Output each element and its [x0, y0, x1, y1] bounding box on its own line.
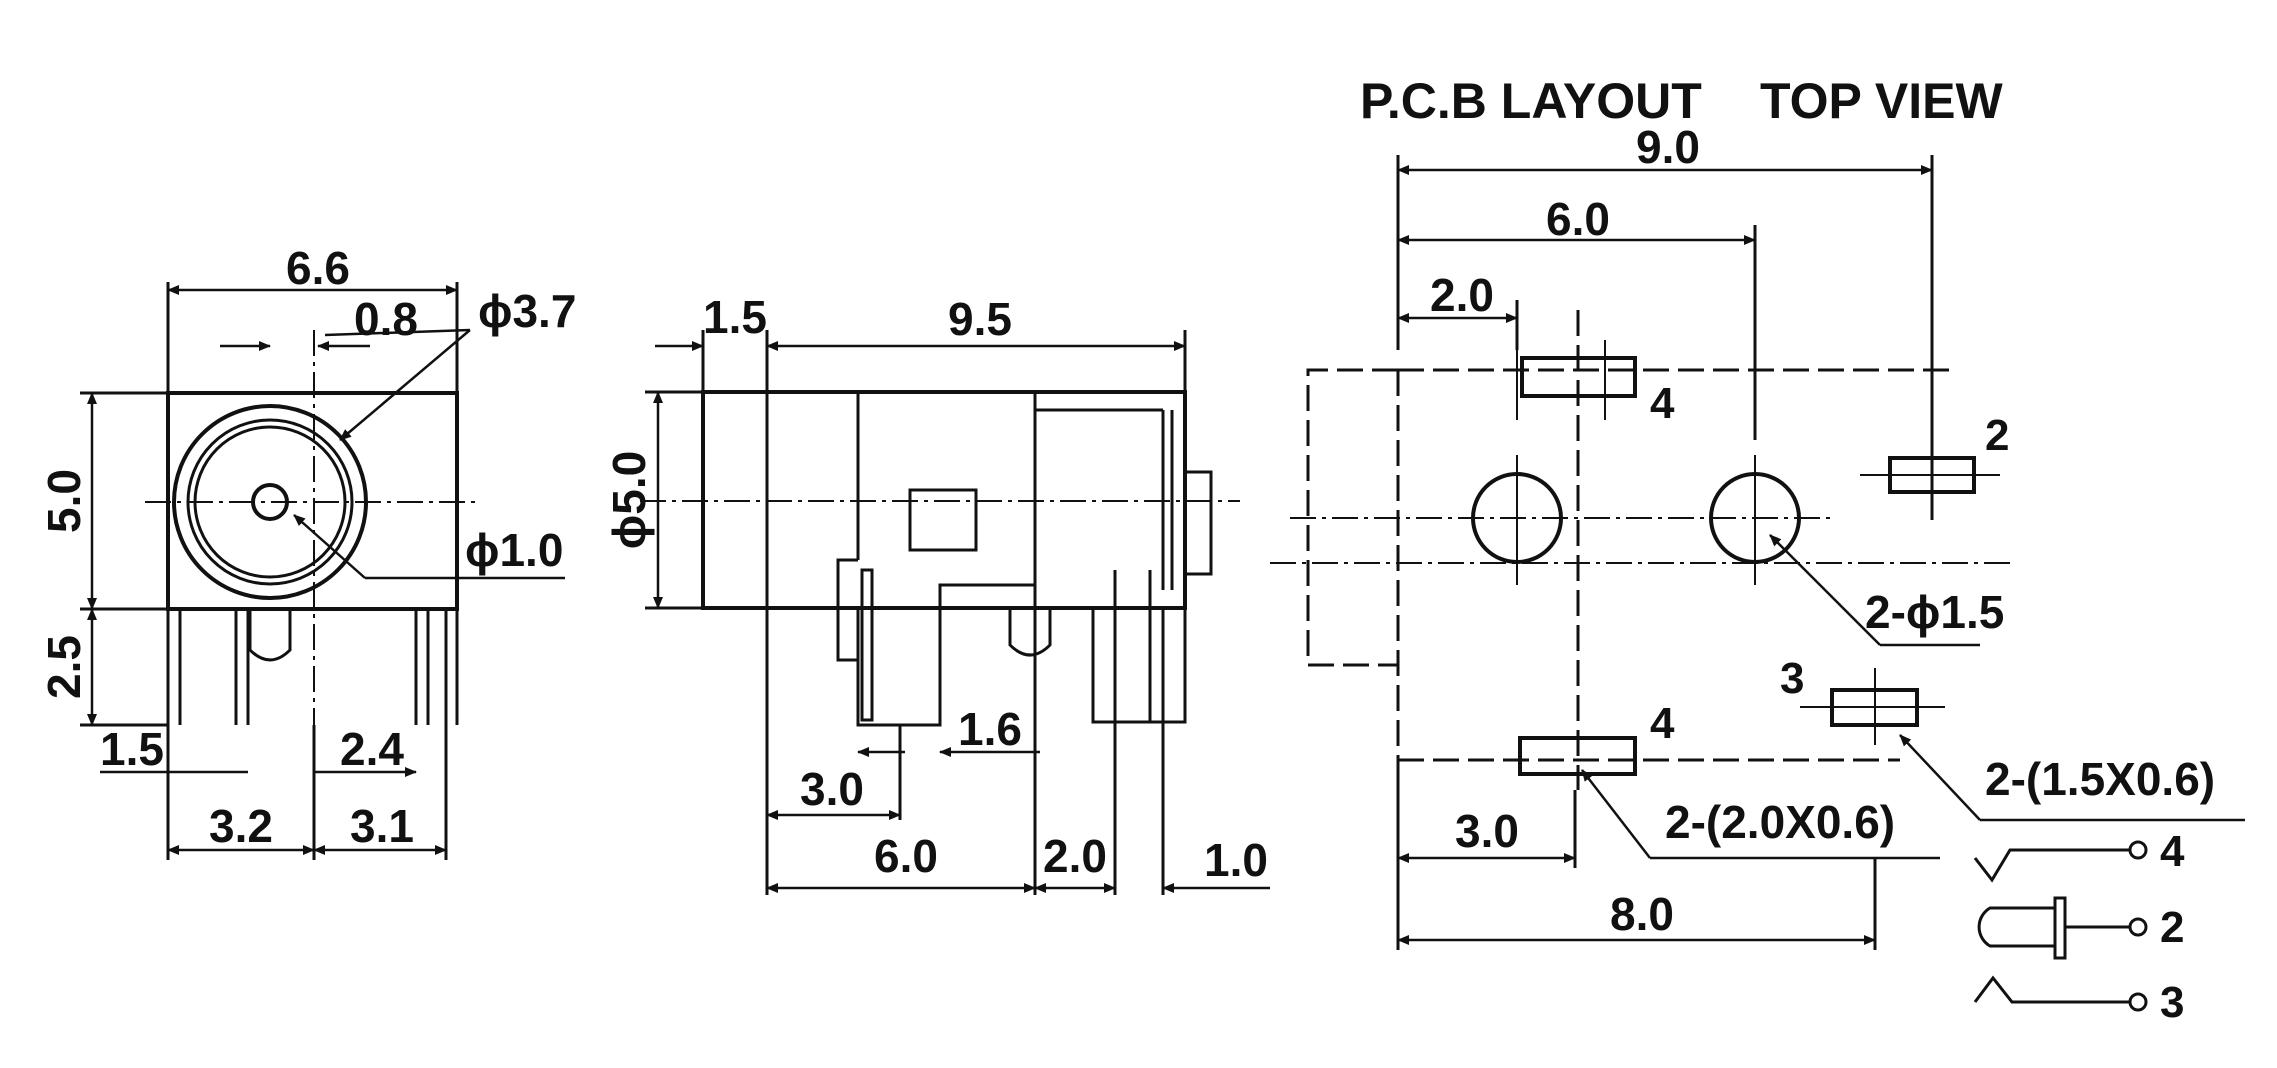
side-dia-label: ϕ5.0	[603, 451, 655, 549]
pad-top-4-label: 4	[1650, 379, 1675, 428]
pad-right-2-label: 2	[1985, 411, 2009, 460]
body-len-label: 9.5	[948, 293, 1012, 345]
outer-dia-label: ϕ3.7	[478, 285, 576, 337]
front-len-label: 1.5	[703, 291, 767, 343]
hole-note-label: 2-ϕ1.5	[1865, 586, 2004, 638]
pin-b-label: 6.0	[874, 830, 938, 882]
pad-bottom-4-label: 4	[1650, 699, 1675, 748]
pin-dia-label: ϕ1.0	[465, 524, 563, 576]
pin-length-label: 2.5	[38, 635, 90, 699]
pcb-layout-view: P.C.B LAYOUT TOP VIEW 9.0 6.0 2.0 4 2	[1270, 73, 2245, 950]
total-w-label: 9.0	[1636, 121, 1700, 173]
slot3-note-label: 2-(1.5X0.6)	[1985, 753, 2215, 805]
width-dim-label: 6.6	[286, 242, 350, 294]
side-view: 1.5 9.5 ϕ5.0 1.6 3.0	[603, 291, 1270, 895]
pad-bottom-4	[1518, 736, 1637, 776]
pin-dim-b-label: 2.4	[340, 723, 404, 775]
pin-a-label: 3.0	[800, 763, 864, 815]
pin-dim-a-label: 1.5	[100, 723, 164, 775]
offset-dim-label: 0.8	[354, 293, 418, 345]
spacing-a-label: 3.2	[209, 800, 273, 852]
pin-d-label: 1.0	[1204, 834, 1268, 886]
pad-top-4	[1520, 356, 1637, 398]
pcb-layout-heading: P.C.B LAYOUT	[1360, 73, 1702, 129]
height-dim-label: 5.0	[38, 469, 90, 533]
slot4-note-label: 2-(2.0X0.6)	[1665, 796, 1895, 848]
top-view-heading: TOP VIEW	[1760, 73, 2003, 129]
switch-contact-4	[1973, 848, 2130, 883]
schematic-pin-2-label: 2	[2160, 903, 2184, 952]
hole-span-label: 6.0	[1546, 193, 1610, 245]
plug-symbol	[1977, 906, 2055, 948]
pad-mid-3-label: 3	[1780, 654, 1804, 703]
pad-x-label: 3.0	[1455, 805, 1519, 857]
schematic-pin-3-label: 3	[2160, 978, 2184, 1027]
bottom-w-label: 8.0	[1610, 888, 1674, 940]
switch-contact-3	[1973, 975, 2130, 1004]
pin-w-label: 1.6	[958, 703, 1022, 755]
front-view: 6.6 0.8 5.0 2.5 ϕ3.7 ϕ1.0 1.5	[38, 242, 576, 860]
jack-schematic: 4 2 3	[1973, 827, 2185, 1027]
spacing-b-label: 3.1	[350, 800, 414, 852]
pin-c-label: 2.0	[1043, 830, 1107, 882]
schematic-pin-4-label: 4	[2160, 827, 2185, 876]
pad4-x-label: 2.0	[1430, 269, 1494, 321]
